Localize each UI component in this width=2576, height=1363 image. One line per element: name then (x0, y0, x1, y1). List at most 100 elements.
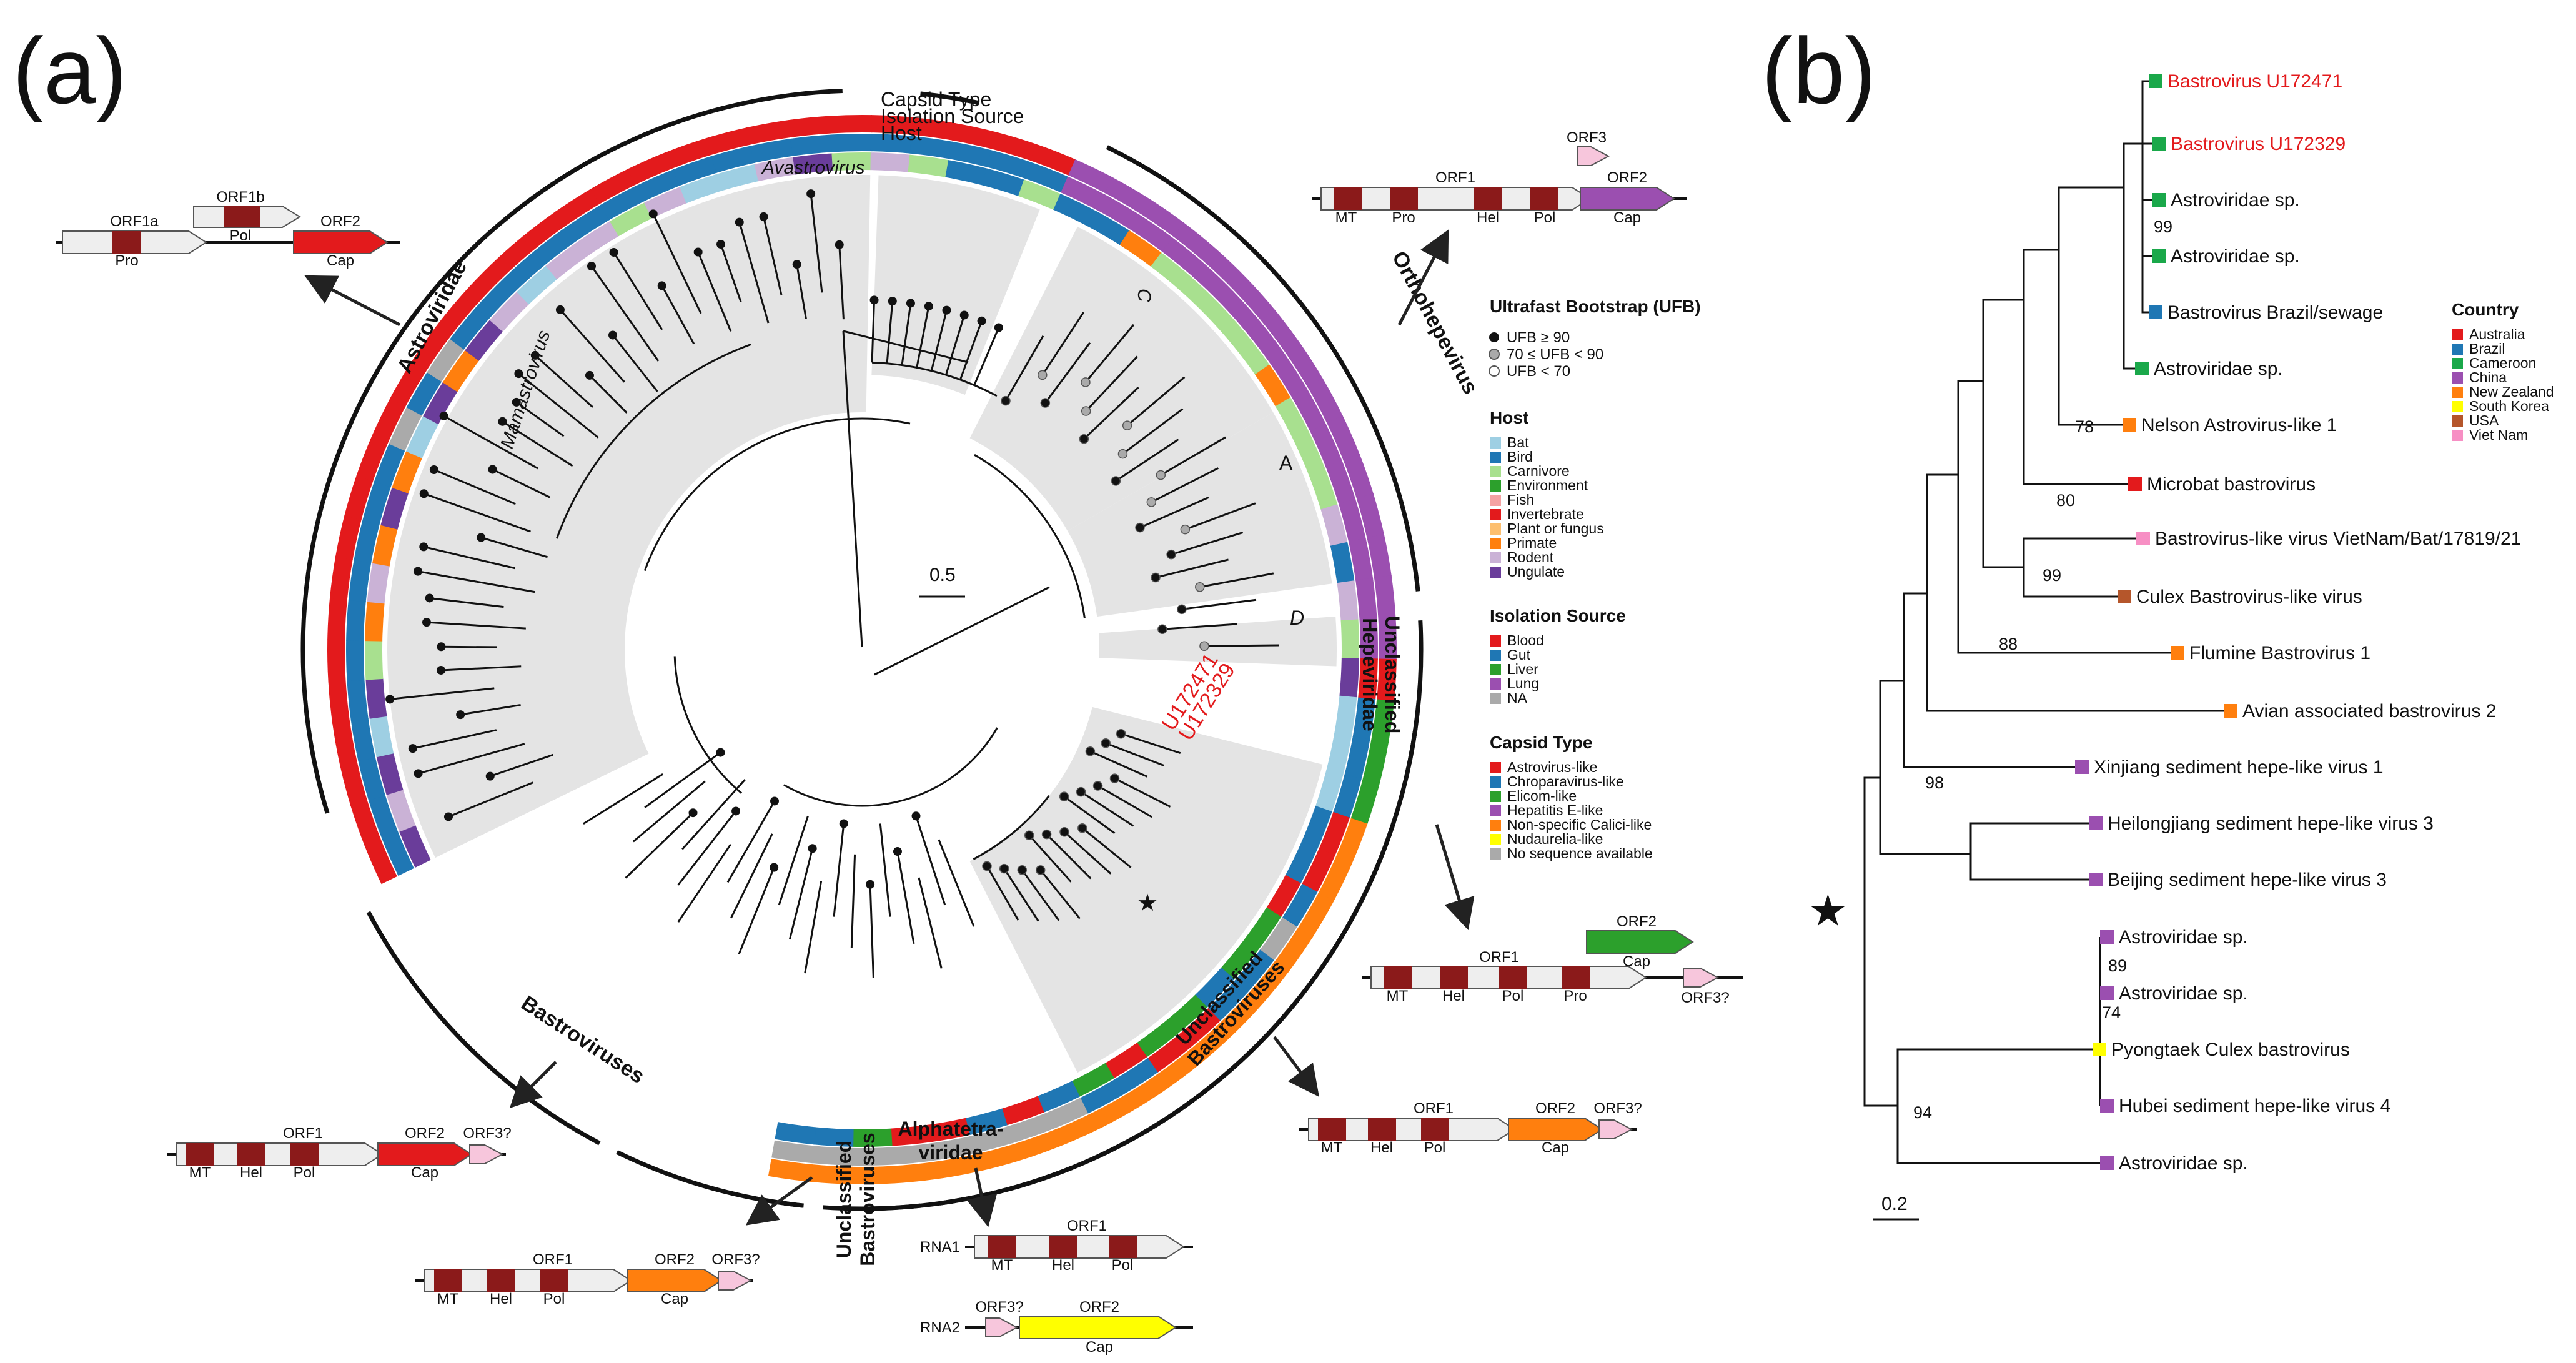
clade-label-avastrovirus: Avastrovirus (761, 157, 865, 178)
capsid-ring-segment (332, 720, 357, 766)
capsid-ring-segment (335, 515, 362, 560)
branch (871, 361, 998, 397)
capsid-ring-segment (350, 800, 381, 846)
tip-marker (2149, 74, 2162, 88)
branch (871, 300, 876, 363)
isolation-ring-segment (427, 338, 465, 382)
capsid-ring-segment (1374, 575, 1396, 619)
host-legend-swatch (1490, 466, 1501, 477)
host-ring-segment (890, 1124, 931, 1146)
domain-box (487, 1269, 515, 1292)
bootstrap-node (413, 567, 422, 576)
iso-legend-swatch (1490, 635, 1501, 647)
tip-marker (2100, 1099, 2114, 1113)
bootstrap-node (1146, 497, 1157, 507)
bootstrap-node (994, 323, 1003, 332)
branch (423, 545, 516, 570)
country-legend-label: Viet Nam (2469, 427, 2528, 443)
star-marker: ★ (1137, 890, 1158, 916)
capsid-ring-segment (991, 132, 1038, 161)
tree-b-branch (2023, 249, 2128, 485)
branch (838, 244, 845, 320)
branch (1171, 531, 1244, 556)
isolation-ring-segment (909, 136, 953, 159)
pointer-arrows (304, 229, 1475, 1227)
branch (555, 343, 751, 539)
genome-label: Cap (1623, 953, 1650, 970)
branch (643, 417, 911, 571)
capsid-ring-segment (522, 211, 567, 251)
genome-label: Hel (1370, 1139, 1393, 1156)
bootstrap-node (1081, 377, 1091, 387)
tip-label: Bastrovirus-like virus VietNam/Bat/17819… (2155, 528, 2521, 549)
domain-box (1368, 1118, 1396, 1141)
branch (417, 570, 535, 593)
host-legend-items: BatBirdCarnivoreEnvironmentFishInvertebr… (1490, 434, 1604, 580)
capsid-ring-segment (1173, 222, 1217, 263)
genome-label: ORF3? (463, 1125, 511, 1142)
branch (850, 854, 856, 948)
branch (778, 815, 809, 906)
branch (1114, 777, 1171, 808)
branch (1126, 376, 1186, 427)
host-legend-swatch (1490, 509, 1501, 520)
legend-host-title: Host (1490, 408, 1528, 427)
capsid-ring-segment (1356, 493, 1385, 539)
orf3-arrow (1683, 968, 1720, 988)
annotation-rings (327, 114, 1397, 1184)
branch (460, 704, 521, 716)
isolation-ring-segment (852, 1147, 894, 1166)
capsid-ring-segment (390, 361, 427, 407)
capsid-legend-label: No sequence available (1507, 845, 1653, 861)
branch (730, 833, 773, 919)
orf3-arrow (469, 1144, 504, 1164)
clade-label-a: A (1279, 452, 1293, 474)
host-ring-segment (1087, 211, 1130, 245)
bootstrap-node (587, 262, 596, 271)
branch (1085, 355, 1138, 412)
branch (874, 586, 1050, 676)
bootstrap-node (835, 240, 844, 249)
capsid-ring-segment (1221, 992, 1263, 1035)
host-ring-segment (716, 164, 760, 191)
domain-box (1049, 1236, 1077, 1258)
bootstrap-node (477, 533, 486, 542)
branch (677, 810, 737, 886)
branch (412, 729, 497, 750)
tip-marker (2149, 305, 2162, 319)
capsid-ring-segment (1190, 1021, 1234, 1063)
branch (1003, 868, 1039, 922)
isolation-ring-segment (1319, 811, 1350, 856)
host-legend-swatch (1490, 567, 1501, 578)
bootstrap-node (419, 542, 429, 552)
host-ring-segment (831, 152, 872, 171)
host-ring-segment (775, 1122, 816, 1145)
capsid-ring-segment (933, 1154, 978, 1179)
genome-label: ORF3? (711, 1251, 760, 1268)
isolation-ring-segment (347, 679, 369, 721)
tip-marker (2136, 532, 2150, 545)
orf2-arrow (627, 1269, 723, 1292)
country-legend-swatch (2452, 358, 2463, 369)
host-ring-segment (1334, 695, 1357, 737)
capsid-ring-segment (329, 555, 353, 600)
tree-b-branches (1863, 80, 2224, 1164)
host-ring-segment (1037, 1081, 1080, 1113)
host-ring-segment (1179, 277, 1221, 317)
capsid-ring-segment (810, 1164, 853, 1184)
capsid-ring-segment (371, 397, 406, 444)
host-legend-label: Bird (1507, 449, 1533, 465)
genome-label: ORF1b (216, 189, 264, 206)
genome-label: ORF2 (1079, 1299, 1119, 1316)
isolation-ring-segment (533, 226, 577, 265)
host-ring-segment (1293, 432, 1325, 475)
genome-label: Pro (1563, 988, 1587, 1004)
branch (443, 415, 538, 470)
tip-label: Astroviridae sp. (2119, 1153, 2248, 1174)
tip-label: Microbat bastrovirus (2147, 474, 2316, 495)
branch (1151, 467, 1219, 503)
genome-label: Cap (661, 1291, 688, 1307)
bootstrap-node (1041, 829, 1052, 840)
bootstrap-node (1111, 476, 1121, 486)
